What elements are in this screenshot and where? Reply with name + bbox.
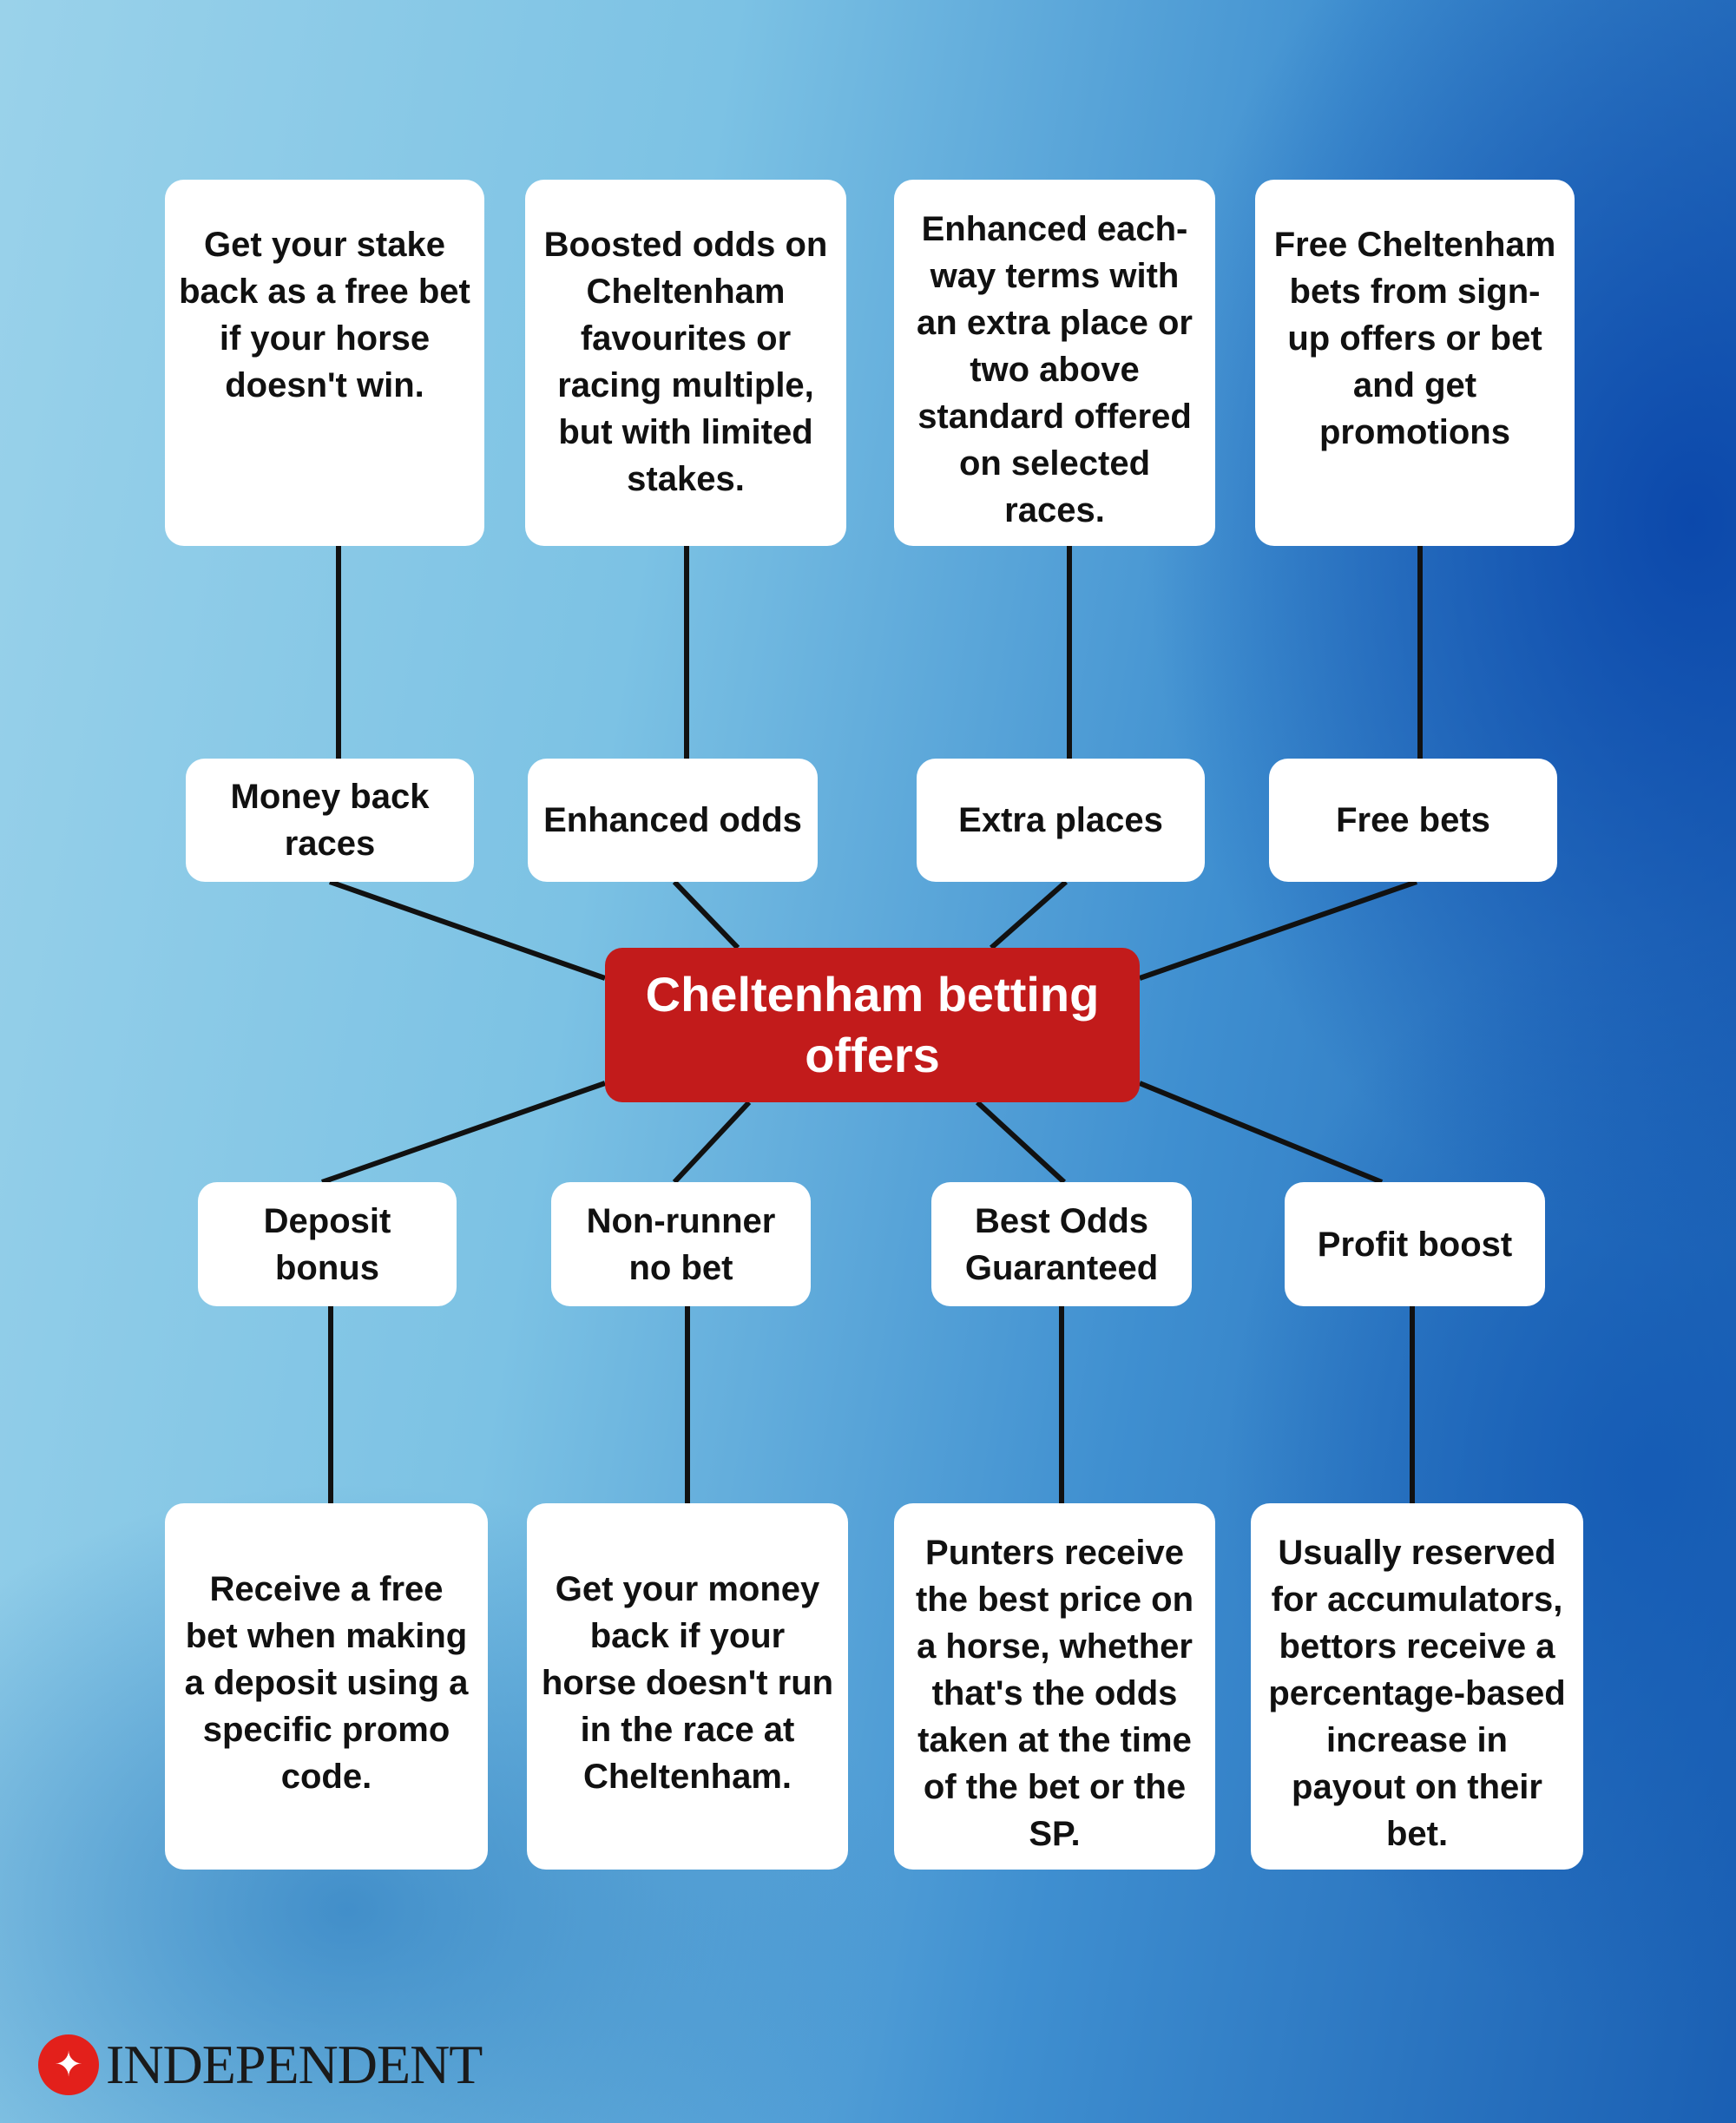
offer-label: Deposit bonus [198,1182,457,1306]
description-text: Get your money back if your horse doesn'… [541,1570,834,1796]
description-box: Free Cheltenham bets from sign-up offers… [1255,180,1575,546]
offer-label-text: Profit boost [1317,1225,1513,1264]
offer-label-text: Money back races [230,778,430,863]
offer-label: Money back races [186,759,474,882]
connector [321,1081,606,1185]
description-text: Boosted odds on Cheltenham favourites or… [543,226,828,498]
logo-wordmark: INDEPENDENT [106,2034,483,2095]
offer-label-text: Best Odds Guaranteed [964,1201,1159,1287]
connector [672,1100,752,1185]
offer-label: Profit boost [1285,1182,1545,1306]
independent-logo: ✦ INDEPENDENT [38,2033,483,2097]
connector [672,879,740,950]
offer-label-text: Deposit bonus [263,1201,391,1287]
offer-label: Enhanced odds [528,759,818,882]
offer-label-text: Extra places [958,801,1163,839]
offer-label-text: Non-runner no bet [586,1201,776,1287]
description-text: Get your stake back as a free bet if you… [179,226,470,404]
connector [990,879,1068,950]
description-box: Boosted odds on Cheltenham favourites or… [525,180,846,546]
description-text: Usually reserved for accumulators, betto… [1268,1534,1566,1853]
connector [329,879,606,981]
eagle-icon: ✦ [38,2034,99,2095]
offer-label-text: Enhanced odds [543,801,802,839]
central-topic: Cheltenham betting offers [605,948,1140,1102]
description-box: Enhanced each-way terms with an extra pl… [894,180,1215,546]
description-box: Punters receive the best price on a hors… [894,1503,1215,1870]
description-box: Get your money back if your horse doesn'… [527,1503,848,1870]
connector [1138,1081,1384,1185]
description-box: Usually reserved for accumulators, betto… [1251,1503,1583,1870]
description-text: Punters receive the best price on a hors… [915,1534,1194,1853]
connector [1139,879,1417,981]
description-text: Receive a free bet when making a deposit… [184,1570,469,1796]
offer-label: Extra places [917,759,1205,882]
connector [975,1100,1067,1185]
description-box: Get your stake back as a free bet if you… [165,180,484,546]
description-text: Free Cheltenham bets from sign-up offers… [1273,226,1556,451]
description-box: Receive a free bet when making a deposit… [165,1503,488,1870]
offer-label: Free bets [1269,759,1557,882]
description-text: Enhanced each-way terms with an extra pl… [917,210,1193,529]
offer-label-text: Free bets [1336,801,1490,839]
offer-label: Best Odds Guaranteed [931,1182,1192,1306]
central-title: Cheltenham betting offers [645,967,1100,1082]
offer-label: Non-runner no bet [551,1182,811,1306]
